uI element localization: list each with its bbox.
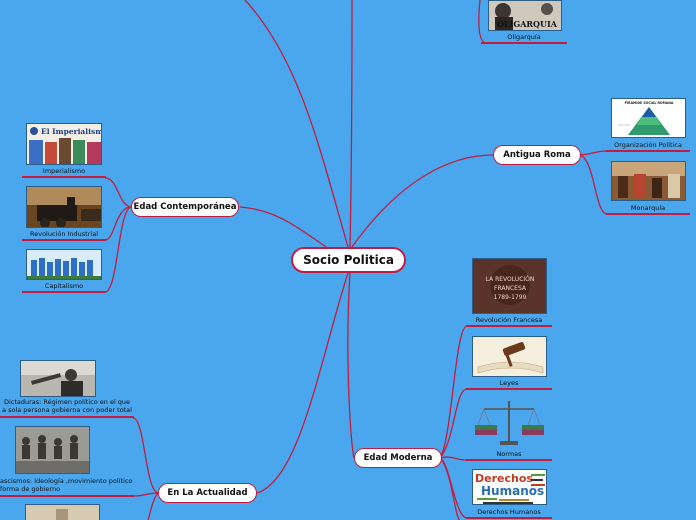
normas-image[interactable] [472, 397, 547, 449]
oligarquia-image[interactable]: OLIGARQUIA [488, 0, 562, 31]
scales-of-justice-icon [475, 401, 544, 445]
revolucion-text-2: FRANCESA [494, 285, 527, 292]
dictaduras-line2: a sola persona gobierna con poder total [2, 406, 132, 414]
revolucion-industrial-image[interactable] [26, 186, 102, 228]
leyes-underline [466, 388, 552, 390]
imperialismo-image-text: El Imperialismo [41, 127, 102, 136]
pyramid-icon: PIRÁMIDE SOCIAL ROMANA [612, 99, 685, 137]
revolucion-text-1: LA REVOLUCIÓN [486, 276, 535, 283]
monarquia-image[interactable] [611, 161, 686, 201]
derechos-word: Derechos [475, 472, 533, 485]
revolucion-francesa-underline [466, 325, 552, 327]
capitalismo-illustration-icon [27, 250, 101, 279]
derechos-humanos-image[interactable]: Derechos Humanos [472, 469, 547, 505]
gavel-book-icon [473, 337, 546, 376]
revolucion-industrial-underline [22, 239, 106, 241]
revolucion-francesa-illustration-icon: LA REVOLUCIÓN FRANCESA 1789-1799 [473, 259, 546, 313]
normas-underline [466, 459, 552, 461]
organizacion-politica-image[interactable]: PIRÁMIDE SOCIAL ROMANA [611, 98, 686, 138]
leaf-dictaduras[interactable]: Dictaduras: Régimen político en el que a… [0, 398, 134, 414]
capitalismo-image[interactable] [26, 249, 102, 280]
leaf-monarquia[interactable]: Monarquía [630, 204, 666, 212]
leaf-normas[interactable]: Normas [496, 450, 522, 458]
oligarquia-image-text: OLIGARQUIA [497, 19, 558, 29]
oligarquia-illustration-icon: OLIGARQUIA [489, 1, 561, 30]
fascismos-line1: ascismos: Ideología ,movimiento político [0, 477, 133, 485]
fascismos-photo-icon [16, 427, 89, 473]
fascismos-image[interactable] [15, 426, 90, 474]
central-topic-label: Socio Politica [303, 253, 394, 267]
dictaduras-underline [0, 416, 134, 418]
train-icon [27, 187, 101, 227]
leaf-oligarquia[interactable]: Oligarquía [507, 33, 541, 41]
organizacion-underline [606, 150, 690, 152]
imperialismo-underline [22, 176, 106, 178]
leaf-organizacion-politica[interactable]: Organización Política [614, 141, 682, 149]
dictaduras-image[interactable] [20, 360, 96, 397]
leaf-imperialismo[interactable]: Imperialismo [42, 167, 86, 175]
derechos-underline [466, 517, 552, 519]
humanos-word: Humanos [481, 484, 544, 498]
leyes-image[interactable] [472, 336, 547, 377]
revolucion-francesa-image[interactable]: LA REVOLUCIÓN FRANCESA 1789-1799 [472, 258, 547, 314]
fascismos-line2: forma de gobierno [0, 485, 61, 493]
leaf-revolucion-industrial[interactable]: Revolución Industrial [30, 230, 98, 238]
capitalismo-underline [22, 291, 106, 293]
pyramid-title: PIRÁMIDE SOCIAL ROMANA [625, 100, 674, 105]
branch-label: Antigua Roma [503, 150, 571, 160]
oligarquia-underline [481, 42, 567, 44]
branch-antigua-roma[interactable]: Antigua Roma [493, 145, 581, 165]
revolucion-text-3: 1789-1799 [494, 294, 527, 301]
leaf-fascismos[interactable]: ascismos: Ideología ,movimiento político… [0, 477, 134, 493]
dictaduras-line1: Dictaduras: Régimen político en el que [3, 398, 131, 406]
leaf-leyes[interactable]: Leyes [499, 379, 519, 387]
dictaduras-photo-icon [21, 361, 95, 396]
branch-edad-moderna[interactable]: Edad Moderna [354, 448, 442, 468]
imperialismo-image[interactable]: El Imperialismo [26, 123, 102, 165]
partial-photo-icon [26, 505, 99, 520]
monarquia-underline [606, 213, 690, 215]
partial-leaf-image[interactable] [25, 504, 100, 520]
central-topic[interactable]: Socio Politica [291, 247, 406, 273]
leaf-derechos-humanos[interactable]: Derechos Humanos [477, 508, 541, 516]
branch-label: Edad Contemporánea [133, 202, 237, 212]
branch-en-la-actualidad[interactable]: En La Actualidad [158, 483, 257, 503]
monarquia-painting-icon [612, 162, 685, 200]
branch-label: En La Actualidad [167, 488, 248, 498]
branch-edad-contemporanea[interactable]: Edad Contemporánea [131, 197, 239, 217]
leaf-revolucion-francesa[interactable]: Revolución Francesa [475, 316, 543, 324]
imperialismo-illustration-icon: El Imperialismo [27, 124, 102, 164]
leaf-capitalismo[interactable]: Capitalismo [44, 282, 84, 290]
word-cloud-icon: Derechos Humanos [473, 470, 546, 504]
fascismos-underline [0, 495, 134, 497]
branch-label: Edad Moderna [363, 453, 433, 463]
